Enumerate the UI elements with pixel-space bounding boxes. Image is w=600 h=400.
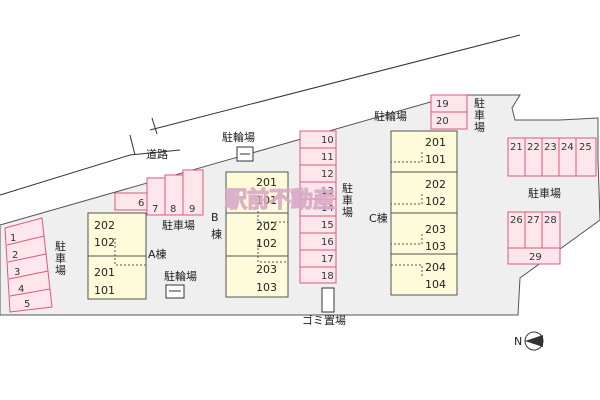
- parking-space-13: 13: [321, 186, 334, 197]
- parking-space-4: 4: [18, 284, 24, 295]
- unit-c-201: 201: [425, 136, 446, 149]
- north-arrow: N: [514, 331, 544, 351]
- parking-label-top-2: 車: [474, 108, 485, 122]
- unit-b-103: 103: [256, 281, 277, 294]
- parking-space-26: 26: [510, 215, 523, 226]
- parking-space-2: 2: [12, 250, 18, 261]
- parking-top-pair: 19 20: [430, 94, 468, 130]
- parking-label-center-2: 車: [342, 193, 353, 207]
- watermark: 駅前不動産: [225, 187, 335, 213]
- unit-b-202: 202: [256, 220, 277, 233]
- parking-right-row: 21 22 23 24 25: [507, 137, 597, 177]
- parking-space-8: 8: [170, 204, 176, 215]
- unit-c-103: 103: [425, 240, 446, 253]
- building-a: 202 102 201 101: [87, 212, 147, 300]
- road-edge-upper: [149, 34, 521, 131]
- parking-space-25: 25: [579, 142, 592, 153]
- unit-b-102: 102: [256, 237, 277, 250]
- unit-c-104: 104: [425, 278, 446, 291]
- parking-space-6: 6: [138, 198, 144, 209]
- building-c-label: C棟: [369, 211, 388, 225]
- unit-b-101: 101: [256, 194, 277, 207]
- parking-label-right: 駐車場: [528, 186, 561, 200]
- parking-space-15: 15: [321, 220, 334, 231]
- parking-space-3: 3: [14, 267, 20, 278]
- parking-label-center-3: 場: [342, 206, 353, 219]
- unit-a-101: 101: [94, 284, 115, 297]
- building-b-label-suffix: 棟: [211, 227, 222, 241]
- unit-a-102: 102: [94, 236, 115, 249]
- parking-space-17: 17: [321, 254, 334, 265]
- parking-center-column: 10 11 12 13 14 15 16 17 18: [299, 130, 337, 284]
- parking-label-left-2: 車: [55, 251, 66, 265]
- north-label: N: [514, 335, 522, 348]
- bike-parking-label-middle: 駐輪場: [164, 269, 197, 283]
- parking-label-top-1: 駐: [474, 96, 485, 110]
- building-b: 201 101 202 102 203 103: [225, 171, 289, 298]
- parking-label-top-3: 場: [474, 121, 485, 134]
- parking-space-19: 19: [436, 99, 449, 110]
- parking-space-10: 10: [321, 135, 334, 146]
- parking-space-18: 18: [321, 271, 334, 282]
- parking-label-left-3: 場: [55, 264, 66, 277]
- parking-space-20: 20: [436, 116, 449, 127]
- garbage-label: ゴミ置場: [302, 313, 346, 327]
- parking-label-left-1: 駐: [55, 239, 66, 253]
- parking-space-9: 9: [189, 204, 195, 215]
- parking-space-1: 1: [10, 233, 16, 244]
- bike-parking-label-right: 駐輪場: [374, 109, 407, 123]
- parking-space-29: 29: [529, 252, 542, 263]
- bike-parking-label-top: 駐輪場: [222, 130, 255, 144]
- parking-space-21: 21: [510, 142, 523, 153]
- unit-a-202: 202: [94, 219, 115, 232]
- parking-space-24: 24: [561, 142, 574, 153]
- parking-space-14: 14: [321, 203, 334, 214]
- parking-north-row: 6 7 8 9: [114, 169, 204, 216]
- parking-right-group: 26 27 28 29: [507, 211, 561, 265]
- unit-b-203: 203: [256, 263, 277, 276]
- unit-c-102: 102: [425, 195, 446, 208]
- unit-c-203: 203: [425, 223, 446, 236]
- parking-label-north: 駐車場: [162, 218, 195, 232]
- parking-space-5: 5: [24, 299, 30, 310]
- unit-a-201: 201: [94, 266, 115, 279]
- building-a-label: A棟: [148, 247, 167, 261]
- parking-space-12: 12: [321, 169, 334, 180]
- building-c: 201 101 202 102 203 103 204 104: [390, 130, 458, 296]
- unit-b-201: 201: [256, 176, 277, 189]
- parking-space-22: 22: [527, 142, 540, 153]
- parking-space-27: 27: [527, 215, 540, 226]
- parking-space-16: 16: [321, 237, 334, 248]
- parking-label-center-1: 駐: [342, 181, 353, 195]
- garbage-box: [321, 287, 335, 313]
- unit-c-204: 204: [425, 261, 446, 274]
- unit-c-202: 202: [425, 178, 446, 191]
- parking-left-column: 1 2 3 4 5: [4, 217, 53, 313]
- unit-c-101: 101: [425, 153, 446, 166]
- parking-space-23: 23: [544, 142, 557, 153]
- building-b-label: B: [211, 211, 219, 224]
- road-tick-1: [129, 134, 136, 156]
- road-label: 道路: [146, 147, 168, 161]
- parking-space-11: 11: [321, 152, 334, 163]
- parking-space-7: 7: [152, 204, 158, 215]
- road-edge-left: [0, 149, 181, 196]
- road-tick-2: [151, 117, 158, 135]
- parking-space-28: 28: [544, 215, 557, 226]
